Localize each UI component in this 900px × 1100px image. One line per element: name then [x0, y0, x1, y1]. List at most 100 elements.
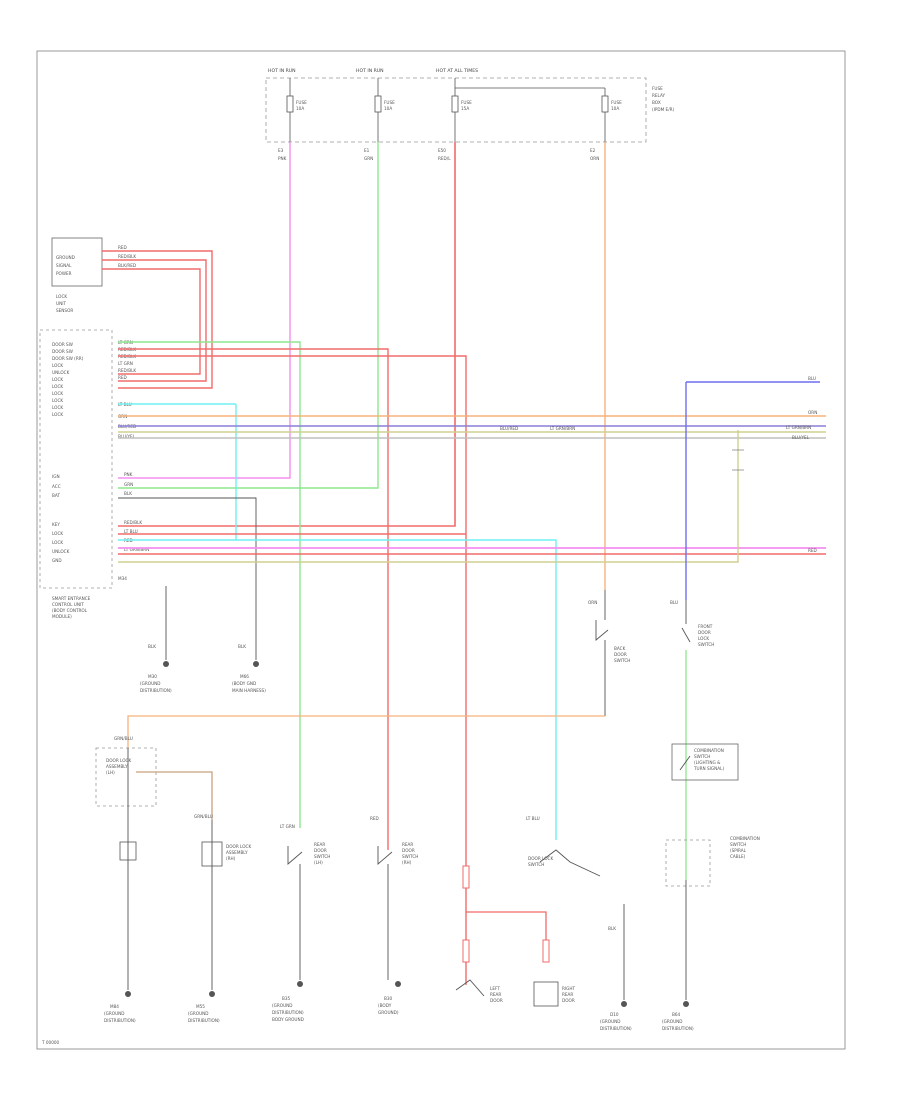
mid-label: BLU/RED	[500, 426, 518, 431]
switch-wire: LT BLU	[526, 816, 540, 821]
cm-pin: UNLOCK	[52, 549, 70, 554]
ground-label: (GROUND	[600, 1019, 621, 1024]
switch-label: (LH)	[106, 770, 115, 775]
switch-wire: ORN	[588, 600, 597, 605]
ground-label: BODY GROUND	[272, 1017, 304, 1022]
actuator-label: REAR	[562, 992, 573, 997]
switch-icon	[455, 979, 485, 997]
switch-icon	[377, 846, 393, 865]
cm-wire: BLK	[124, 491, 132, 496]
sensor-label-3: SENSOR	[56, 308, 73, 313]
sensor-wire-2: RED/BLK	[118, 254, 136, 259]
rear-door-switches: LT GRN REAR DOOR SWITCH (LH) B35 (GROUND…	[272, 816, 418, 1022]
cm-pin: KEY	[52, 522, 60, 527]
switch-label: LOCK	[698, 636, 709, 641]
cm-wire: LT GRN/BRN	[124, 547, 149, 552]
ground-label: (GROUND	[140, 681, 161, 686]
sensor-wire-3: BLK/RED	[118, 263, 136, 268]
wire-pin: E2	[590, 148, 596, 153]
fuse-2-rating: 10A	[384, 106, 392, 111]
switch-label: SWITCH	[698, 642, 714, 647]
right-module-label: SWITCH	[730, 842, 746, 847]
wire-pink	[118, 142, 291, 479]
cm-pin: LOCK	[52, 412, 63, 417]
ground-icon	[253, 661, 259, 667]
wire-color: RED/L	[438, 156, 451, 161]
actuator-icon	[533, 981, 559, 1007]
wire-red-blk	[118, 348, 389, 850]
cm-wire: LT GRN	[118, 361, 133, 366]
edge-label: ORN	[808, 410, 817, 415]
fuse-1-rating: 10A	[296, 106, 304, 111]
combination-switch: COMBINATION SWITCH (LIGHTING & TURN SIGN…	[665, 743, 760, 1007]
ground-label: B30	[384, 996, 393, 1001]
sensor-label-1: LOCK	[56, 294, 67, 299]
switch-label: ASSEMBLY	[226, 850, 248, 855]
ground-label: DISTRIBUTION)	[662, 1026, 694, 1031]
fuse-3-rating: 15A	[461, 106, 469, 111]
switch-label: DOOR	[614, 652, 627, 657]
ground-label: D10	[610, 1012, 619, 1017]
lock-actuator-icon	[201, 841, 223, 867]
cm-wire: RED/BLK	[124, 520, 142, 525]
ground-icon	[163, 661, 169, 667]
fuse-1-label: FUSE	[296, 100, 307, 105]
switch-wire: BLU	[670, 600, 678, 605]
cm-pin: BAT	[52, 493, 60, 498]
cm-label-2: CONTROL UNIT	[52, 602, 84, 607]
cm-pin: LOCK	[52, 391, 63, 396]
switch-icon	[681, 627, 691, 643]
actuator-label: RIGHT	[562, 986, 576, 991]
edge-label: BLU	[808, 376, 816, 381]
cm-pin: LOCK	[52, 363, 63, 368]
switch-wire: BLK	[608, 926, 616, 931]
cm-connector: M34	[118, 576, 127, 581]
switch-label: DOOR LOCK	[528, 856, 553, 861]
switch-label: SWITCH	[528, 862, 544, 867]
wire-color: GRN	[364, 156, 373, 161]
cm-pin: LOCK	[52, 405, 63, 410]
cm-pin: ACC	[52, 484, 61, 489]
edge-label: RED	[808, 548, 817, 553]
ground-icon	[209, 991, 215, 997]
fuse-box-label-3: BOX	[652, 100, 661, 105]
switch-label: DOOR	[698, 630, 711, 635]
connector-icon	[462, 865, 470, 889]
switch-wire: LT GRN	[280, 824, 295, 829]
cm-pin: GND	[52, 558, 62, 563]
sensor-pin-power: POWER	[56, 271, 72, 276]
ground-label: MAIN HARNESS)	[232, 688, 266, 693]
edge-label: BLU/YEL	[792, 435, 810, 440]
switch-wire: RED	[370, 816, 379, 821]
cm-label-4: MODULE)	[52, 614, 72, 619]
wire-green	[118, 142, 379, 489]
switch-label: (RH)	[402, 860, 412, 865]
wire-color: ORN	[590, 156, 599, 161]
sensor-label-2: UNIT	[56, 301, 66, 306]
switch-label: SWITCH	[314, 854, 330, 859]
ground-label: (BODY GND	[232, 681, 256, 686]
sensor-wire-1: RED	[118, 245, 127, 250]
fuse-box-label-2: RELAY	[652, 93, 666, 98]
switch-label: (LH)	[314, 860, 323, 865]
right-module-label: COMBINATION	[730, 836, 760, 841]
cm-wire: PNK	[124, 472, 133, 477]
switch-wire: GRN/BLU	[114, 736, 133, 741]
fuse-source-1: HOT IN RUN	[268, 68, 296, 74]
switch-label: ASSEMBLY	[106, 764, 128, 769]
ground-wire: BLK	[148, 644, 156, 649]
fuse-icon	[451, 95, 459, 113]
actuator-label: LEFT	[490, 986, 500, 991]
cm-pin: DOOR SW	[52, 342, 73, 347]
connector-icon	[542, 939, 550, 963]
actuator-label: DOOR	[562, 998, 575, 1003]
ground-label: (GROUND	[104, 1011, 125, 1016]
cm-pin: LOCK	[52, 398, 63, 403]
wire-pin: E50	[438, 148, 446, 153]
combo-label: TURN SIGNAL)	[693, 766, 724, 771]
switch-label: REAR	[314, 842, 325, 847]
vertical-wires	[118, 142, 606, 590]
mid-label: LT GRN/BRN	[550, 426, 575, 431]
top-wire-labels: E3 PNK E1 GRN E50 RED/L E2 ORN	[278, 148, 599, 161]
